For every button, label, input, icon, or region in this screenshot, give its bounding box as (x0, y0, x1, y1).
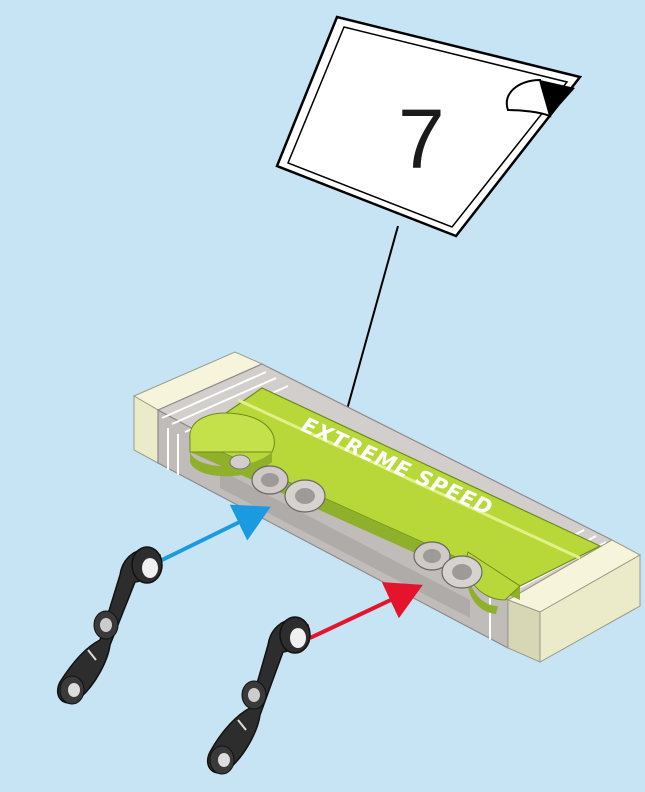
step-number: 7 (398, 92, 445, 186)
